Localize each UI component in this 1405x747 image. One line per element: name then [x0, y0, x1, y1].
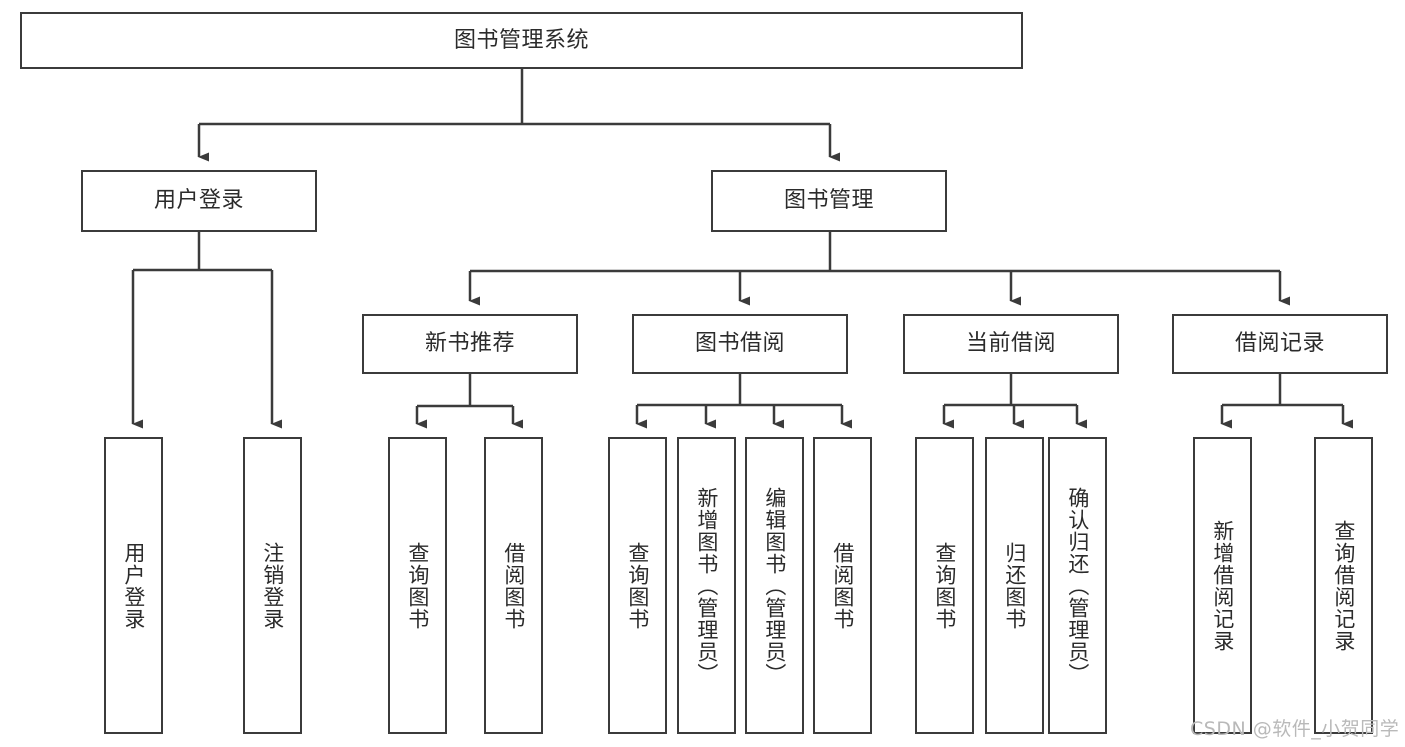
node-book-management-label: 图书管理	[783, 188, 874, 214]
leaf-add-record-label: 新增借阅记录	[1210, 519, 1235, 652]
leaf-query-book-2-label: 查询图书	[625, 541, 650, 630]
node-book-borrow-label: 图书借阅	[694, 331, 785, 357]
watermark: CSDN @软件_小贺同学	[1190, 718, 1400, 740]
node-book-borrow[interactable]: 图书借阅	[632, 314, 848, 374]
leaf-confirm-return-label: 确认归还（管理员）	[1065, 486, 1090, 685]
node-new-book-recommend[interactable]: 新书推荐	[362, 314, 578, 374]
leaf-borrow-book-2-label: 借阅图书	[830, 541, 855, 630]
leaf-add-book-label: 新增图书（管理员）	[694, 486, 719, 685]
leaf-query-book-2[interactable]: 查询图书	[608, 437, 667, 734]
node-new-book-recommend-label: 新书推荐	[424, 331, 515, 357]
leaf-logout-login-label: 注销登录	[260, 541, 285, 630]
leaf-query-book-3-label: 查询图书	[932, 541, 957, 630]
node-root-label: 图书管理系统	[453, 27, 589, 53]
leaf-logout-login[interactable]: 注销登录	[243, 437, 302, 734]
leaf-query-record-label: 查询借阅记录	[1331, 519, 1356, 652]
leaf-query-book-3[interactable]: 查询图书	[915, 437, 974, 734]
node-current-borrow-label: 当前借阅	[965, 331, 1056, 357]
leaf-borrow-book-1-label: 借阅图书	[501, 541, 526, 630]
leaf-confirm-return[interactable]: 确认归还（管理员）	[1048, 437, 1107, 734]
leaf-user-login[interactable]: 用户登录	[104, 437, 163, 734]
leaf-query-book-1[interactable]: 查询图书	[388, 437, 447, 734]
leaf-query-book-1-label: 查询图书	[405, 541, 430, 630]
leaf-return-book[interactable]: 归还图书	[985, 437, 1044, 734]
leaf-return-book-label: 归还图书	[1002, 541, 1027, 630]
leaf-user-login-label: 用户登录	[121, 541, 146, 630]
node-root[interactable]: 图书管理系统	[20, 12, 1023, 69]
node-user-login[interactable]: 用户登录	[81, 170, 317, 232]
node-book-management[interactable]: 图书管理	[711, 170, 947, 232]
leaf-borrow-book-1[interactable]: 借阅图书	[484, 437, 543, 734]
leaf-query-record[interactable]: 查询借阅记录	[1314, 437, 1373, 734]
node-current-borrow[interactable]: 当前借阅	[903, 314, 1119, 374]
node-borrow-record[interactable]: 借阅记录	[1172, 314, 1388, 374]
leaf-add-book[interactable]: 新增图书（管理员）	[677, 437, 736, 734]
node-borrow-record-label: 借阅记录	[1234, 331, 1325, 357]
leaf-borrow-book-2[interactable]: 借阅图书	[813, 437, 872, 734]
leaf-add-record[interactable]: 新增借阅记录	[1193, 437, 1252, 734]
node-user-login-label: 用户登录	[153, 188, 244, 214]
leaf-edit-book-label: 编辑图书（管理员）	[762, 486, 787, 685]
leaf-edit-book[interactable]: 编辑图书（管理员）	[745, 437, 804, 734]
